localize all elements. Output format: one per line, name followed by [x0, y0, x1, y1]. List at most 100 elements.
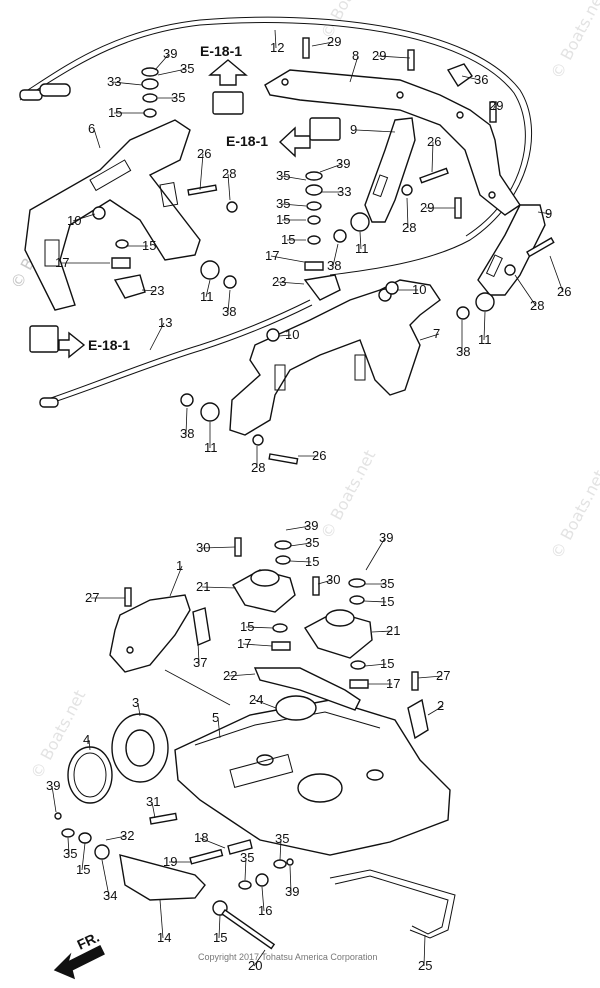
collar-38 [456, 306, 470, 320]
case-5-boss [366, 769, 384, 781]
washer [348, 578, 366, 588]
cable-13-end [39, 397, 59, 408]
callout-number-10: 10 [285, 327, 299, 342]
spring [111, 257, 131, 269]
callout-number-7: 7 [433, 326, 440, 341]
callout-leader [364, 663, 387, 667]
cap-24 [275, 695, 317, 721]
callout-leader [242, 643, 273, 647]
callout-leader [431, 141, 434, 173]
grommet-11 [350, 212, 370, 232]
callout-number-6: 6 [88, 121, 95, 136]
cable-12-outline [19, 22, 526, 237]
callout-leader [289, 560, 312, 563]
callout-leader [406, 197, 409, 229]
reference-inset-icon [212, 91, 244, 115]
front-arrow-icon [53, 945, 105, 980]
bolt-19 [189, 848, 224, 865]
bolt-26 [526, 237, 555, 258]
reference-label: E-18-1 [88, 337, 130, 353]
callout-leader [151, 801, 156, 819]
callout-number-28: 28 [530, 298, 544, 313]
callout-number-39: 39 [379, 530, 393, 545]
callout-leader [51, 785, 57, 813]
callout-number-38: 38 [180, 426, 194, 441]
lever-22 [253, 667, 361, 711]
callout-number-1: 1 [176, 558, 183, 573]
callout-leader [93, 128, 101, 149]
callout-leader [270, 255, 305, 263]
spring [304, 261, 324, 271]
callout-number-16: 16 [258, 903, 272, 918]
callout-number-39: 39 [163, 46, 177, 61]
callout-number-30: 30 [196, 540, 210, 555]
callout-leader [483, 311, 486, 341]
callout-leader [371, 630, 393, 633]
cable-13 [44, 299, 311, 401]
callout-number-26: 26 [312, 448, 326, 463]
callout-number-23: 23 [150, 283, 164, 298]
callout-number-23: 23 [272, 274, 286, 289]
holder-21-tube [325, 609, 355, 627]
collar [350, 660, 366, 670]
callout-leader [197, 641, 200, 664]
callout-number-15: 15 [240, 619, 254, 634]
callout-leader [201, 546, 236, 549]
grommet [141, 78, 159, 90]
bolt-29 [454, 197, 462, 219]
callout-number-28: 28 [251, 460, 265, 475]
bolt-30 [234, 537, 242, 557]
callout-leader [261, 886, 265, 912]
callout-leader [278, 334, 292, 337]
collar [143, 108, 157, 118]
callout-number-35: 35 [276, 196, 290, 211]
case-5-slot [229, 753, 294, 788]
callout-leader [417, 675, 443, 679]
callout-number-25: 25 [418, 958, 432, 973]
bolt-29 [302, 37, 310, 59]
bracket-8-hole [456, 111, 464, 119]
grommet-11 [200, 402, 220, 422]
callout-number-8: 8 [352, 48, 359, 63]
spring-18 [227, 839, 253, 855]
spring [349, 679, 369, 689]
callout-leader [279, 838, 282, 861]
bolt-26 [268, 453, 299, 465]
bolt-26 [187, 184, 218, 196]
callout-number-22: 22 [223, 668, 237, 683]
reference-label: E-18-1 [226, 133, 268, 149]
callout-leader [67, 837, 70, 855]
washer-39 [286, 858, 294, 866]
callout-leader [365, 537, 386, 571]
callout-number-17: 17 [265, 248, 279, 263]
callout-leader [253, 949, 266, 967]
callout-leader [141, 289, 157, 292]
arrow-up-icon [208, 59, 248, 86]
callout-number-35: 35 [240, 850, 254, 865]
callout-number-5: 5 [212, 710, 219, 725]
callout-number-27: 27 [436, 668, 450, 683]
band-4-inner [73, 752, 107, 798]
callout-leader [289, 542, 312, 547]
washer [274, 540, 292, 550]
callout-leader [88, 739, 91, 751]
callout-leader [227, 289, 231, 313]
callout-leader [427, 705, 444, 716]
callout-number-21: 21 [386, 623, 400, 638]
bracket-1-hole [126, 646, 134, 654]
callout-number-33: 33 [337, 184, 351, 199]
clip-2 [407, 698, 429, 740]
washer-28 [252, 434, 264, 446]
callout-leader [492, 105, 496, 111]
bolt-30 [312, 576, 320, 596]
washer-35 [238, 880, 252, 890]
callout-leader [149, 322, 165, 351]
callout-leader [311, 41, 334, 47]
callout-leader [218, 914, 221, 939]
collar-16 [255, 873, 269, 887]
callout-number-39: 39 [304, 518, 318, 533]
watermark-group: © Boats.net © Boats.net © Boats.net © Bo… [7, 0, 600, 782]
callout-number-12: 12 [270, 40, 284, 55]
callout-number-19: 19 [163, 854, 177, 869]
